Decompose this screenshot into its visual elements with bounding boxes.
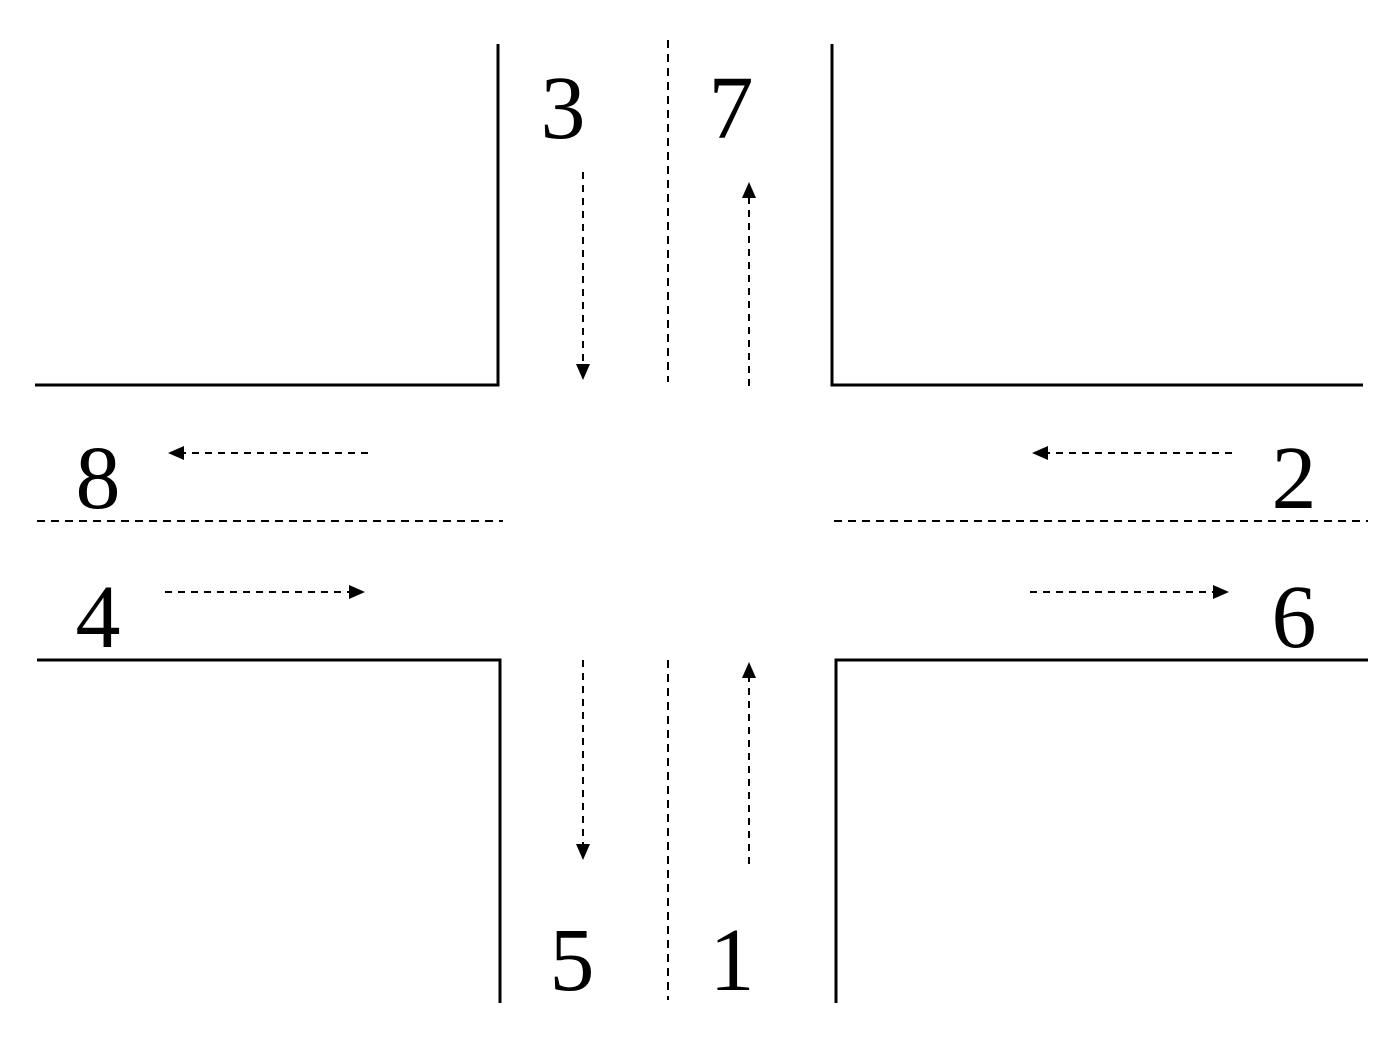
- label-west-in: 4: [76, 568, 121, 667]
- arrow-north-southbound: [576, 172, 590, 380]
- label-south-in: 1: [710, 911, 755, 1010]
- label-east-in: 2: [1272, 429, 1317, 528]
- curb-southwest: [37, 658, 502, 1003]
- label-south-out: 5: [550, 911, 595, 1010]
- arrow-south-southbound: [576, 660, 590, 860]
- curb-northwest: [35, 44, 500, 387]
- arrow-west-eastbound: [165, 585, 365, 599]
- curb-southeast: [834, 658, 1368, 1003]
- label-north-out: 7: [709, 59, 754, 158]
- arrow-west-westbound: [168, 446, 368, 460]
- label-north-in: 3: [541, 59, 586, 158]
- label-west-out: 8: [76, 429, 121, 528]
- label-east-out: 6: [1272, 568, 1317, 667]
- arrow-east-eastbound: [1030, 585, 1229, 599]
- curb-northeast: [830, 44, 1363, 387]
- arrow-north-northbound: [742, 182, 756, 386]
- arrow-east-westbound: [1032, 446, 1232, 460]
- arrow-south-northbound: [742, 662, 756, 864]
